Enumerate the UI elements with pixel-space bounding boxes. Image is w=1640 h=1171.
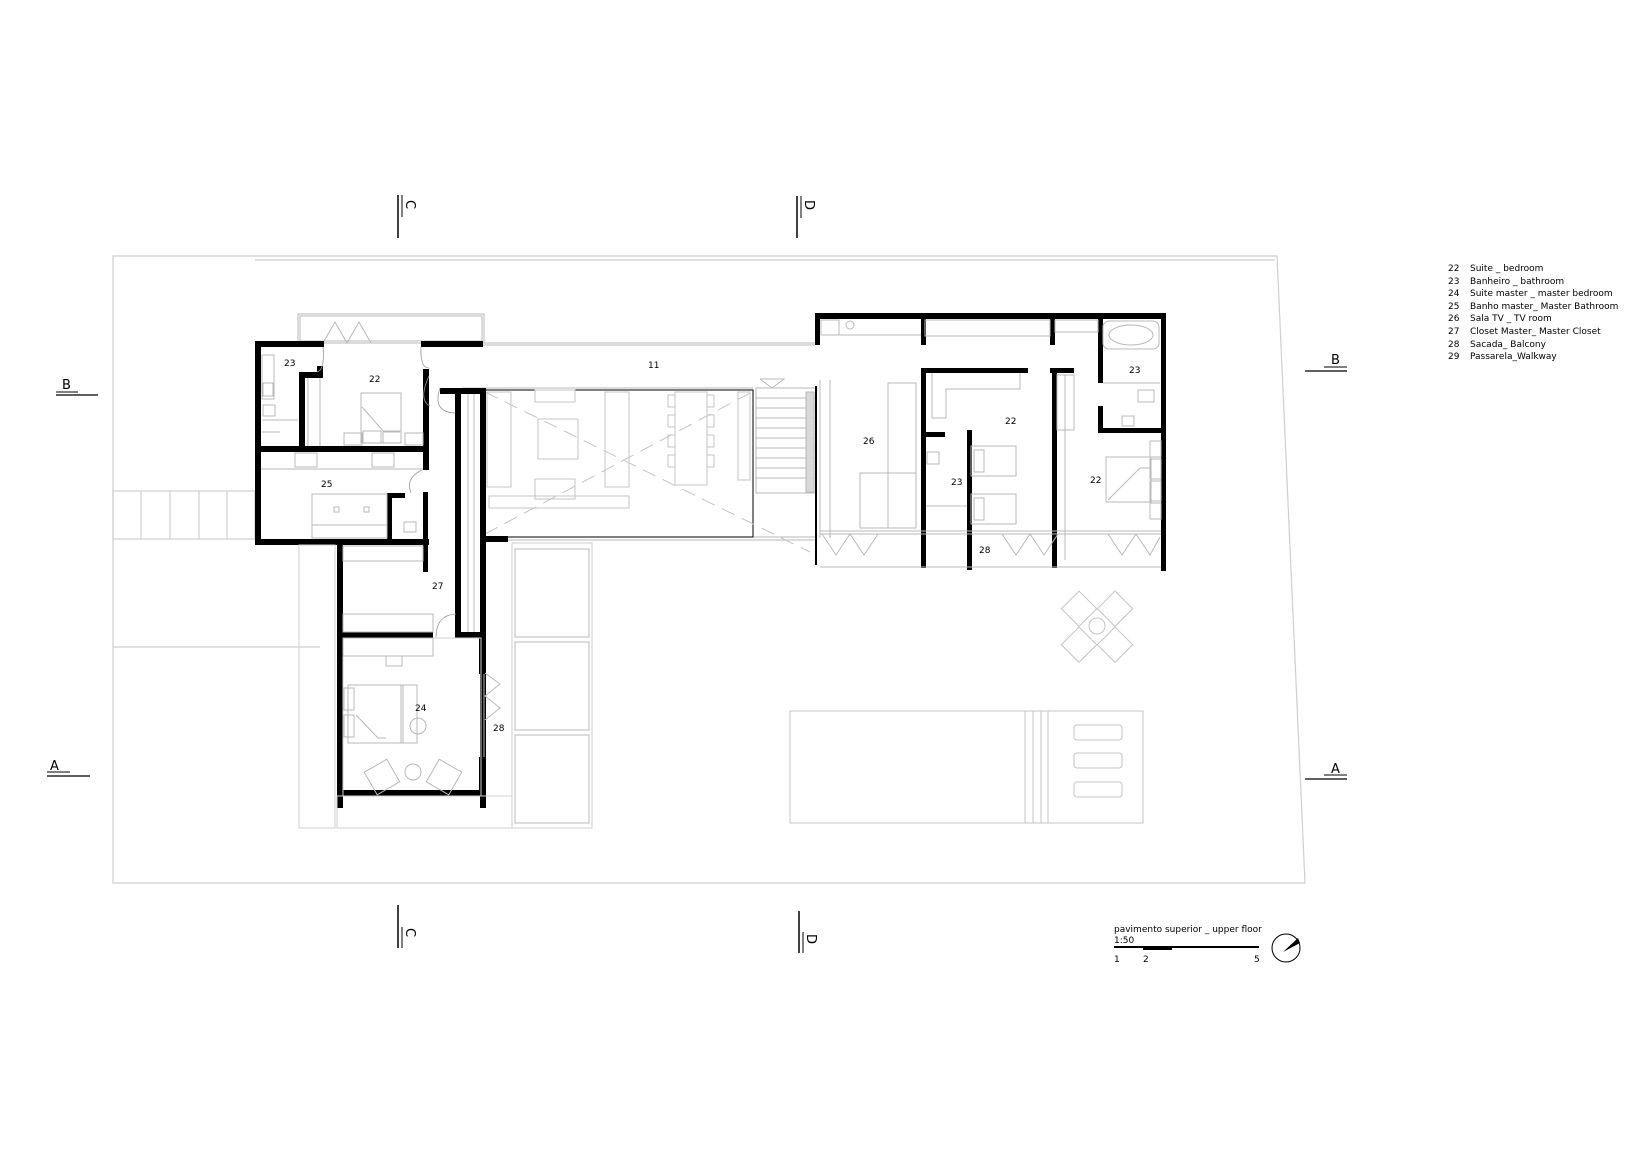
right-wing-walls — [815, 313, 1166, 571]
section-c-top: C — [402, 200, 417, 209]
room-label-mid-bath: 23 — [951, 478, 962, 488]
section-c-bottom: C — [402, 928, 417, 937]
drawing-title: pavimento superior _ upper floor — [1114, 925, 1262, 935]
room-label-left-bedroom: 22 — [369, 375, 380, 385]
left-wing-fixtures — [261, 354, 593, 829]
section-a-right: A — [1331, 762, 1340, 777]
room-label-right-bedroom: 22 — [1090, 476, 1101, 486]
room-label-tv-room: 26 — [863, 437, 875, 447]
scale-tick-1: 1 — [1114, 955, 1120, 965]
room-label-11: 11 — [648, 361, 659, 371]
legend-num: 25 — [1448, 301, 1460, 312]
legend-label: Banheiro _ bathroom — [1470, 276, 1565, 287]
legend-num: 24 — [1448, 289, 1460, 300]
section-a-left: A — [50, 759, 59, 774]
legend-label: Suite master _ master bedroom — [1470, 289, 1613, 300]
balcony-top-left — [297, 313, 485, 345]
left-wing-walls — [255, 341, 508, 808]
section-markers — [47, 195, 1347, 953]
legend-item: 25 Banho master_ Master Bathroom — [1448, 301, 1618, 314]
drawing-title-block: pavimento superior _ upper floor 1:50 1 … — [1114, 925, 1264, 969]
room-label-master-bedroom: 24 — [415, 704, 427, 714]
room-label-right-bath: 23 — [1129, 366, 1140, 376]
north-arrow-icon — [1271, 933, 1301, 963]
legend-num: 26 — [1448, 314, 1460, 325]
site-outline — [112, 255, 1306, 884]
scale-bar — [1114, 946, 1259, 950]
legend-label: Suite _ bedroom — [1470, 264, 1544, 274]
legend-label: Sacada_ Balcony — [1470, 339, 1546, 350]
room-label-master-bath: 25 — [321, 480, 332, 490]
scale-tick-2: 2 — [1143, 955, 1149, 965]
legend-item: 28 Sacada_ Balcony — [1448, 339, 1618, 352]
scale-bar-ticks: 1 2 5 — [1114, 955, 1264, 969]
legend-item: 26 Sala TV _ TV room — [1448, 313, 1618, 326]
legend-num: 27 — [1448, 326, 1460, 337]
legend-label: Passarela_Walkway — [1470, 352, 1557, 363]
walkway-11 — [462, 342, 815, 541]
room-label-master-balcony: 28 — [493, 724, 505, 734]
room-label-left-bath: 23 — [284, 359, 295, 369]
door-swings-left — [316, 346, 457, 638]
legend-label: Banho master_ Master Bathroom — [1470, 301, 1619, 312]
section-d-top: D — [801, 200, 816, 210]
legend-item: 24 Suite master _ master bedroom — [1448, 288, 1618, 301]
section-letters: B B A A C D C D — [50, 200, 1340, 944]
double-height-void — [482, 389, 811, 553]
section-b-right: B — [1331, 353, 1340, 368]
outdoor-area — [789, 590, 1144, 824]
legend-num: 23 — [1448, 276, 1460, 287]
room-labels: 11 23 22 25 27 24 28 26 23 22 23 22 28 — [284, 359, 1140, 734]
section-d-bottom: D — [803, 934, 818, 944]
legend-num: 22 — [1448, 264, 1460, 274]
legend-label: Closet Master_ Master Closet — [1470, 326, 1601, 337]
legend-item: 27 Closet Master_ Master Closet — [1448, 326, 1618, 339]
section-b-left: B — [62, 378, 71, 393]
legend-item: 29 Passarela_Walkway — [1448, 351, 1618, 364]
room-label-mid-bedroom: 22 — [1005, 417, 1016, 427]
legend-item: 23 Banheiro _ bathroom — [1448, 276, 1618, 289]
drawing-scale: 1:50 — [1114, 936, 1135, 946]
legend-num: 29 — [1448, 352, 1460, 363]
scale-tick-5: 5 — [1254, 955, 1260, 965]
right-wing-fixtures — [819, 319, 1162, 568]
stairs — [755, 378, 817, 565]
legend-num: 28 — [1448, 339, 1460, 350]
legend-label: Sala TV _ TV room — [1470, 314, 1552, 325]
room-label-right-balcony: 28 — [979, 546, 991, 556]
legend-item: 22 Suite _ bedroom — [1448, 263, 1618, 276]
room-label-master-closet: 27 — [432, 582, 443, 592]
